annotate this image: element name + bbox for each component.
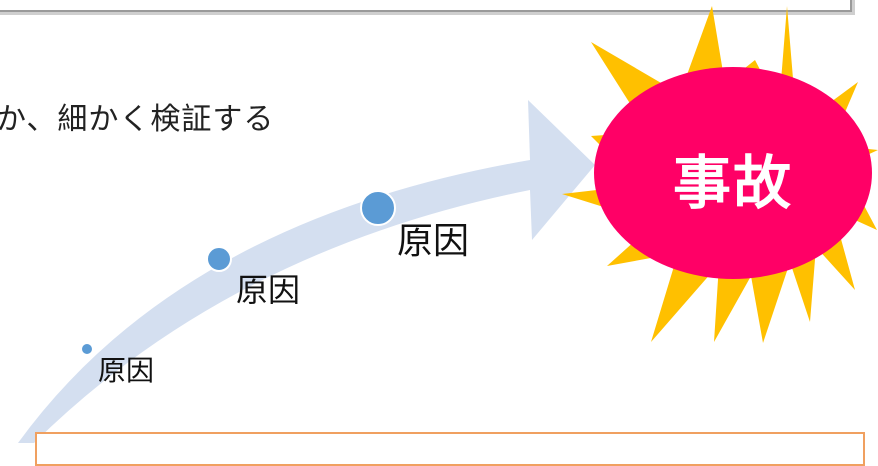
cause-dot-3 xyxy=(360,190,396,226)
accident-circle xyxy=(594,67,872,279)
progression-arrow xyxy=(18,100,595,443)
cause-dot-2 xyxy=(206,246,232,272)
bottom-text-box xyxy=(35,432,865,466)
cause-label-3: 原因 xyxy=(397,221,470,262)
diagram-canvas xyxy=(18,6,878,443)
accident-label: 事故 xyxy=(672,149,793,217)
heading-text: か、細かく検証する xyxy=(0,102,275,137)
cause-label-1: 原因 xyxy=(98,354,155,387)
cause-label-2: 原因 xyxy=(236,271,301,309)
top-text-box xyxy=(0,0,852,12)
cause-dot-1 xyxy=(80,342,94,356)
